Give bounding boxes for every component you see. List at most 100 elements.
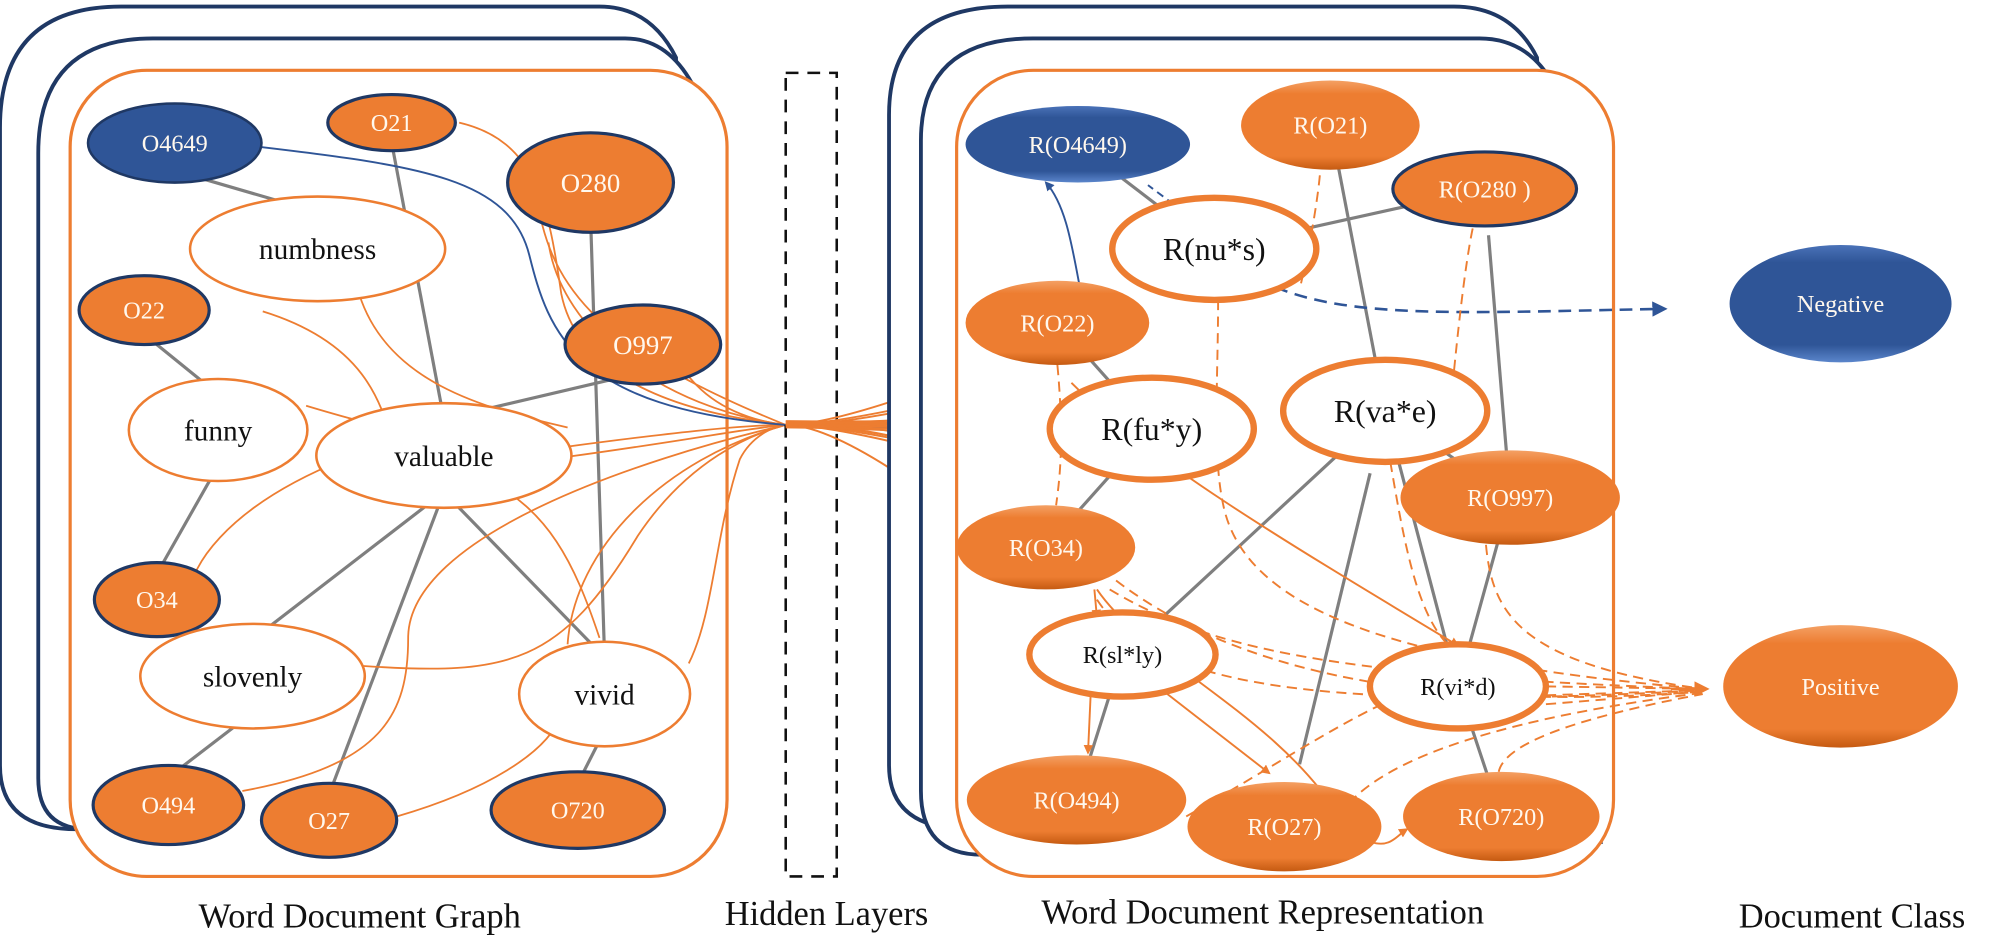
graph-node-o34: O34 (92, 561, 221, 639)
representation-node-r-o21: R(O21) (1241, 80, 1420, 170)
class-label: Positive (1802, 674, 1880, 701)
caption-word-document-graph: Word Document Graph (199, 897, 521, 935)
graph-node-slovenly: slovenly (139, 622, 367, 730)
dashed-representation-edge (1545, 689, 1703, 697)
node-ellipse (966, 755, 1187, 845)
class-node-positive: Positive (1723, 625, 1958, 748)
node-label: R(fu*y) (1101, 412, 1202, 447)
graph-edge-o4649-blue (258, 145, 786, 426)
representation-edge-r-vae-r-vid (1394, 451, 1449, 646)
node-label: R(O997) (1467, 485, 1553, 512)
node-ellipse (965, 280, 1150, 365)
graph-weighted-edge (567, 424, 786, 448)
graph-weighted-edge (566, 424, 786, 645)
graph-node-vivid: vivid (517, 640, 692, 748)
node-ellipse (956, 505, 1136, 590)
node-label: R(O494) (1033, 787, 1119, 814)
representation-edge-r-o280-r-o997 (1486, 235, 1508, 452)
node-ellipse (1046, 374, 1258, 483)
representation-edge-r-vae-r-o21 (1337, 167, 1379, 369)
graph-weighted-edge (363, 424, 786, 670)
class-label: Negative (1797, 291, 1884, 318)
node-label: R(O22) (1020, 310, 1094, 337)
dashed-representation-edge (1497, 693, 1703, 773)
graph-weighted-edge (458, 121, 786, 426)
representation-node-r-o34: R(O34) (956, 505, 1136, 590)
node-ellipse (563, 303, 723, 386)
graph-weighted-edge (242, 424, 786, 792)
graph-weighted-edge (567, 424, 786, 458)
node-label: R(O21) (1293, 113, 1367, 140)
representation-arrow-edge (1160, 688, 1271, 775)
node-label: O720 (551, 798, 605, 825)
graph-node-o22: O22 (77, 274, 211, 347)
node-label: R(va*e) (1334, 394, 1437, 429)
graph-nodes: O4649O21O280numbnessO22O997funnyvaluable… (77, 92, 723, 859)
node-ellipse (1187, 782, 1382, 872)
word-document-representation-panel: R(O4649) R(O21) R(O280 ) R(nu*s) R(O22) R(fu*… (887, 4, 1710, 879)
node-label: R(O27) (1247, 814, 1321, 841)
node-ellipse (965, 106, 1191, 183)
representation-node-r-o22: R(O22) (965, 280, 1150, 365)
node-ellipse (315, 401, 573, 510)
node-ellipse (1241, 80, 1420, 170)
node-ellipse (1026, 609, 1219, 700)
representation-edge-r-vae-r-slly (1160, 446, 1347, 620)
graph-node-valuable: valuable (315, 401, 573, 510)
node-label: O27 (308, 808, 350, 835)
representation-node-r-nus: R(nu*s) (1109, 194, 1320, 304)
node-ellipse (1366, 641, 1550, 732)
dashed-representation-edge (1115, 579, 1703, 698)
representation-arrow-edge (1370, 828, 1409, 845)
node-label: O997 (613, 330, 672, 360)
representation-nodes: R(O4649) R(O21) R(O280 ) R(nu*s) R(O22) R(fu*… (956, 80, 1620, 872)
arrow-r-o22-to-r-o4649 (1044, 181, 1081, 284)
representation-node-r-o720: R(O720) (1403, 771, 1600, 862)
dashed-representation-edge (1545, 685, 1703, 690)
graph-node-o280: O280 (506, 131, 676, 234)
dashed-representation-edge (1215, 299, 1703, 690)
node-label: slovenly (203, 661, 303, 693)
class-ellipse (1729, 245, 1952, 363)
node-ellipse (1400, 450, 1620, 545)
node-ellipse (1403, 771, 1600, 862)
graph-node-o997: O997 (563, 303, 723, 386)
caption-hidden-layers: Hidden Layers (725, 895, 929, 933)
node-label: R(O720) (1458, 804, 1544, 831)
node-label: O4649 (142, 130, 208, 157)
arrow-to-negative (1275, 285, 1668, 317)
node-ellipse (517, 640, 692, 748)
node-ellipse (259, 781, 399, 859)
representation-node-r-fuy: R(fu*y) (1046, 374, 1258, 483)
graph-edge-valuable-vivid (442, 491, 606, 659)
dashed-representation-edge (1055, 364, 1062, 506)
representation-node-r-o27: R(O27) (1187, 782, 1382, 872)
node-ellipse (489, 770, 667, 850)
representation-node-r-vid: R(vi*d) (1366, 641, 1550, 732)
node-label: R(O280 ) (1439, 176, 1531, 203)
node-ellipse (92, 561, 221, 639)
node-ellipse (1109, 194, 1320, 304)
graph-edge-valuable-o27 (327, 491, 446, 795)
word-document-graph-panel: O4649O21O280numbnessO22O997funnyvaluable… (0, 4, 787, 879)
node-label: R(sl*ly) (1083, 642, 1162, 669)
representation-node-r-o280: R(O280 ) (1391, 150, 1579, 228)
node-label: O280 (561, 168, 620, 198)
representation-node-r-slly: R(sl*ly) (1026, 609, 1219, 700)
graph-node-o494: O494 (91, 763, 246, 847)
node-ellipse (188, 195, 447, 303)
hidden-layers-box (784, 71, 839, 878)
representation-node-r-o4649: R(O4649) (965, 106, 1191, 183)
graph-node-numbness: numbness (188, 195, 447, 303)
node-ellipse (506, 131, 676, 234)
graph-node-o4649: O4649 (86, 102, 263, 184)
representation-arrow-edge (1083, 696, 1094, 755)
node-label: funny (184, 415, 253, 447)
node-label: O34 (136, 587, 178, 614)
representation-edge-r-o997-r-vid (1464, 525, 1504, 659)
graph-edge-funny-o34 (155, 464, 220, 575)
dashed-representation-edge (1545, 690, 1703, 706)
node-ellipse (127, 377, 309, 483)
